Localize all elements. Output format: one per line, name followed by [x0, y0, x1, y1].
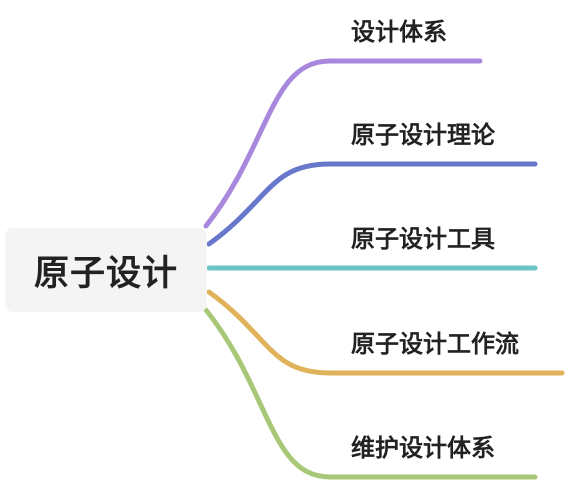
branch-label-atomic-theory[interactable]: 原子设计理论 — [351, 121, 495, 149]
branch-label-atomic-tools[interactable]: 原子设计工具 — [351, 225, 495, 253]
branch-label-maintain-system[interactable]: 维护设计体系 — [351, 434, 495, 462]
root-node-label: 原子设计 — [33, 253, 178, 294]
root-node[interactable]: 原子设计 — [5, 228, 207, 312]
branch-connector-design-system — [203, 58, 483, 229]
branch-label-atomic-workflow[interactable]: 原子设计工作流 — [351, 330, 519, 358]
branch-connector-atomic-workflow — [206, 289, 565, 376]
branch-label-design-system[interactable]: 设计体系 — [351, 18, 447, 46]
branch-connector-maintain-system — [203, 307, 538, 480]
branch-connector-atomic-theory — [206, 161, 538, 247]
